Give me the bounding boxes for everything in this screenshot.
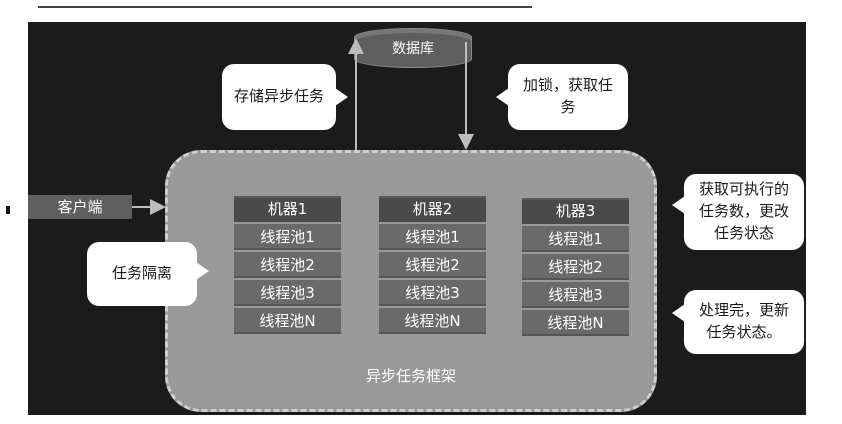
top-rule [38,6,532,8]
machine-2: 机器2 线程池1 线程池2 线程池3 线程池N [379,196,486,336]
machine-1: 机器1 线程池1 线程池2 线程池3 线程池N [234,196,341,336]
bubble-fetch-line2: 任务数，更改 [698,202,789,221]
machine-title: 机器1 [234,196,341,222]
thread-pool: 线程池1 [379,224,486,250]
thread-pool: 线程池N [522,310,629,336]
bubble-task-isolation: 任务隔离 [87,242,209,306]
thread-pool: 线程池3 [522,282,629,308]
bubble-tail [335,88,348,106]
thread-pool: 线程池2 [234,252,341,278]
machine-title: 机器2 [379,196,486,222]
bubble-tail [496,88,509,106]
thread-pool: 线程池3 [234,280,341,306]
bubble-store-task: 存储异步任务 [222,64,348,130]
bubble-done-line2: 任务状态。 [706,323,782,341]
bubble-lock-text: 加锁，获取任务 [522,76,613,116]
bubble-tail [672,304,685,322]
margin-mark [6,206,10,214]
bubble-done-line1: 处理完，更新 [698,301,789,320]
thread-pool: 线程池1 [522,226,629,252]
framework-label: 异步任务框架 [365,367,456,385]
bubble-store-text: 存储异步任务 [233,87,324,106]
bubble-isolation-text: 任务隔离 [111,264,172,283]
thread-pool: 线程池N [234,308,341,334]
thread-pool: 线程池2 [379,252,486,278]
bubble-lock-fetch: 加锁，获取任务 [496,64,628,130]
thread-pool: 线程池3 [379,280,486,306]
thread-pool: 线程池1 [234,224,341,250]
bubble-done-update: 处理完，更新 任务状态。 [672,290,804,354]
bubble-fetch-count: 获取可执行的 任务数，更改 任务状态 [672,174,804,250]
client-node: 客户端 [28,195,132,219]
thread-pool: 线程池N [379,308,486,334]
bubble-tail [196,262,209,280]
bubble-fetch-line3: 任务状态 [713,223,774,242]
machine-title: 机器3 [522,198,629,224]
bubble-tail [672,196,685,214]
bubble-fetch-line1: 获取可执行的 [698,180,789,199]
thread-pool: 线程池2 [522,254,629,280]
machine-3: 机器3 线程池1 线程池2 线程池3 线程池N [522,198,629,338]
